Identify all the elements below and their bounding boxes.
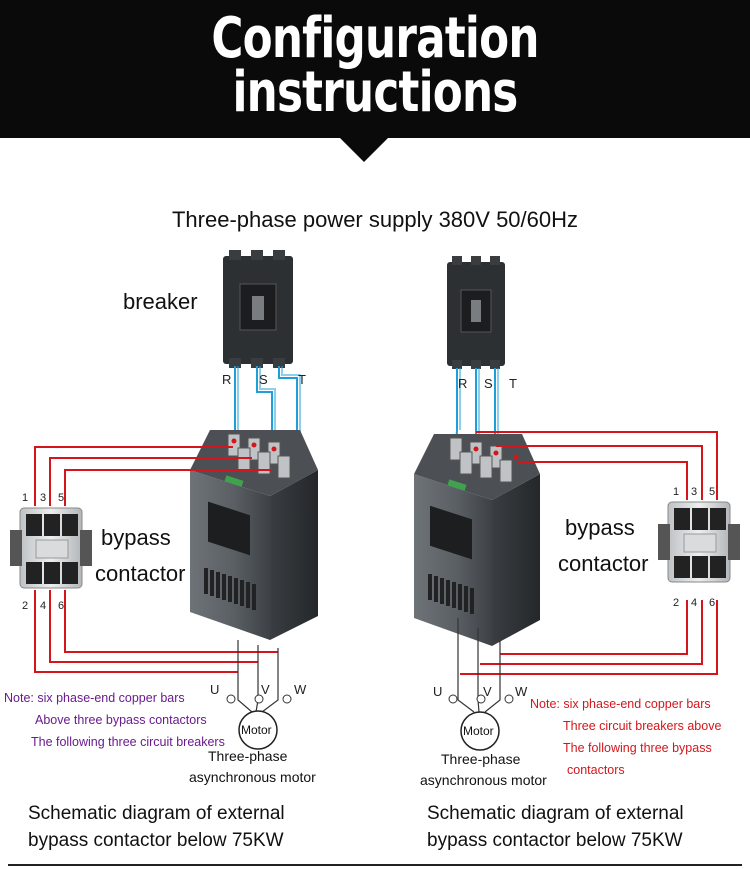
right-note-2: Three circuit breakers above	[563, 719, 722, 733]
left-terminal-6: 6	[58, 600, 65, 612]
left-bypass-label-2: contactor	[95, 561, 186, 586]
header-arrow	[340, 138, 388, 162]
page-title-line-2: instructions	[232, 60, 518, 125]
header-banner	[0, 0, 750, 138]
left-terminal-5: 5	[58, 492, 65, 504]
left-output-terminals	[226, 694, 292, 704]
right-breaker	[447, 256, 505, 369]
left-note-1: Note: six phase-end copper bars	[4, 691, 185, 705]
left-motor-label: Motor	[241, 723, 272, 737]
right-terminal-6: 6	[709, 597, 716, 609]
right-bypass-label-2: contactor	[558, 551, 649, 576]
right-output-terminals	[448, 694, 514, 704]
left-breaker	[223, 250, 293, 368]
left-motor-caption-2: asynchronous motor	[189, 769, 316, 785]
right-phase-v: V	[483, 684, 492, 699]
bottom-divider	[8, 864, 742, 866]
left-note-3: The following three circuit breakers	[31, 735, 225, 749]
right-soft-starter	[414, 434, 540, 646]
right-terminal-2: 2	[673, 597, 680, 609]
left-terminal-2: 2	[22, 600, 29, 612]
right-motor-caption-2: asynchronous motor	[420, 772, 547, 788]
left-red-wires	[34, 446, 278, 673]
right-caption-2: bypass contactor below 75KW	[427, 830, 683, 851]
right-motor-caption-1: Three-phase	[441, 751, 521, 767]
left-phase-s: S	[259, 372, 268, 387]
right-motor-symbol	[460, 711, 500, 751]
right-motor-label: Motor	[463, 724, 494, 738]
page-title-line-1: Configuration	[211, 6, 539, 71]
right-terminal-3: 3	[691, 486, 698, 498]
left-phase-w: W	[294, 682, 307, 697]
right-bypass-label-1: bypass	[565, 515, 635, 540]
left-phase-t: T	[298, 372, 306, 387]
left-blue-wires	[234, 366, 301, 440]
right-bypass-contactor	[658, 501, 740, 583]
right-red-wires	[460, 431, 718, 675]
right-phase-r: R	[458, 376, 468, 391]
right-phase-u: U	[433, 684, 443, 699]
left-phase-v: V	[261, 682, 270, 697]
left-motor-caption-1: Three-phase	[208, 748, 288, 764]
right-note-1: Note: six phase-end copper bars	[530, 697, 711, 711]
left-soft-starter	[190, 430, 318, 640]
right-phase-s: S	[484, 376, 493, 391]
right-phase-w: W	[515, 684, 528, 699]
left-breaker-label: breaker	[123, 289, 198, 314]
left-terminal-3: 3	[40, 492, 47, 504]
left-caption-1: Schematic diagram of external	[28, 803, 285, 824]
left-motor-symbol	[238, 710, 278, 750]
left-terminal-1: 1	[22, 492, 29, 504]
left-caption-2: bypass contactor below 75KW	[28, 830, 284, 851]
left-phase-u: U	[210, 682, 220, 697]
right-terminal-4: 4	[691, 597, 698, 609]
right-terminal-1: 1	[673, 486, 680, 498]
right-phase-t: T	[509, 376, 517, 391]
left-phase-r: R	[222, 372, 232, 387]
right-caption-1: Schematic diagram of external	[427, 803, 684, 824]
left-bypass-label-1: bypass	[101, 525, 171, 550]
supply-label: Three-phase power supply 380V 50/60Hz	[171, 207, 579, 232]
left-terminal-4: 4	[40, 600, 47, 612]
left-bypass-contactor	[10, 507, 92, 589]
right-note-4: contactors	[567, 763, 625, 777]
right-note-3: The following three bypass	[563, 741, 712, 755]
right-terminal-5: 5	[709, 486, 716, 498]
left-note-2: Above three bypass contactors	[35, 713, 207, 727]
